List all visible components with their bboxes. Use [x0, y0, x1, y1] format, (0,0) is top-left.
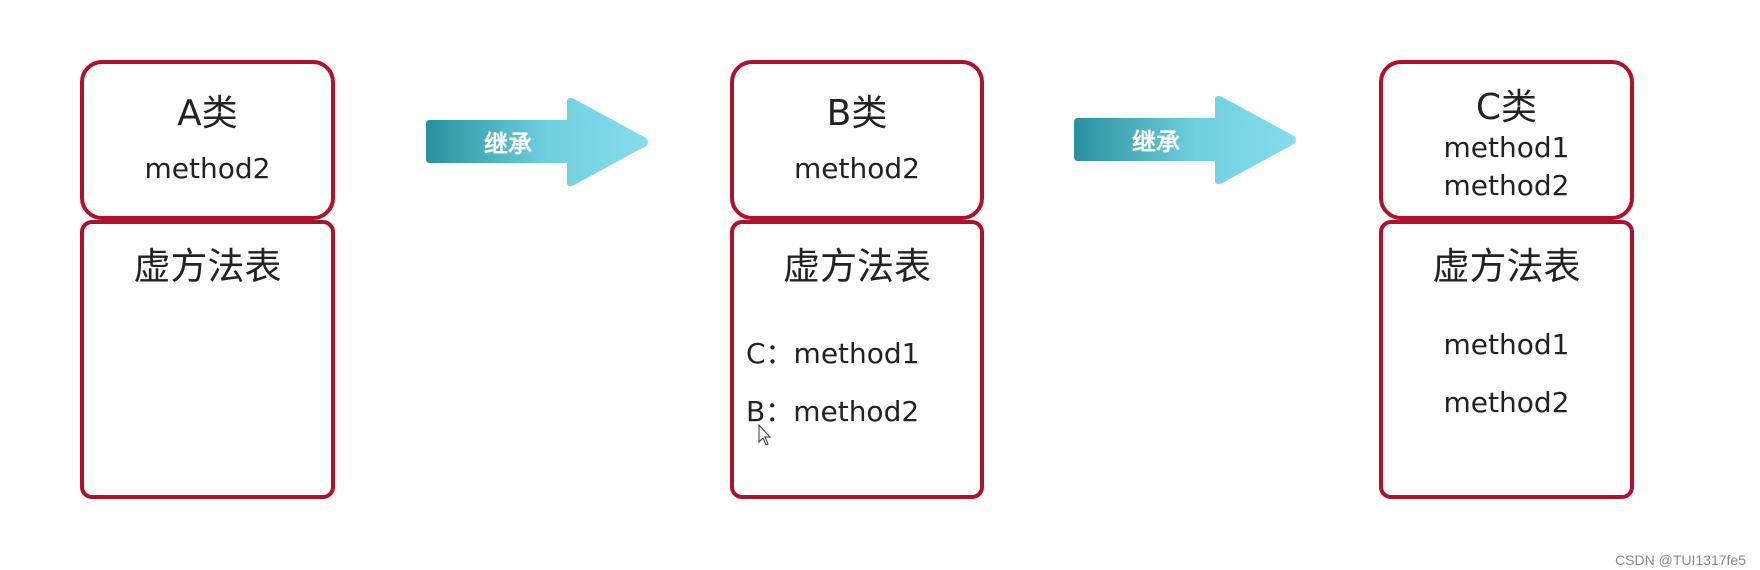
class-c-box: C类 method1 method2	[1379, 60, 1634, 220]
class-b-vtable-box: 虚方法表 C：method1 B：method2	[730, 220, 984, 499]
inherit-arrow-2	[1074, 96, 1296, 184]
inherit-arrow-1	[426, 98, 648, 186]
class-b-vtable-entry: B：method2	[746, 395, 920, 428]
class-a-title: A类	[177, 93, 238, 134]
class-b-box: B类 method2	[730, 60, 984, 220]
mouse-cursor-icon	[758, 424, 772, 446]
class-b-method: method2	[794, 152, 920, 185]
class-a-vtable-box: 虚方法表	[80, 220, 335, 499]
class-c-title: C类	[1475, 87, 1538, 128]
class-c-method: method1	[1443, 131, 1570, 164]
class-c-vtable-entry: method2	[1443, 386, 1570, 419]
watermark: CSDN @TUI1317fe5	[1615, 552, 1746, 568]
class-c-vtable-entry: method1	[1443, 328, 1570, 361]
class-a-vtable-title: 虚方法表	[133, 245, 282, 288]
inherit-arrow-1-label: 继承	[484, 130, 532, 158]
inherit-arrow-2-label: 继承	[1132, 128, 1180, 156]
class-b-vtable-entry: C：method1	[746, 337, 920, 370]
class-b-title: B类	[826, 93, 888, 134]
class-c-vtable-box: 虚方法表 method1 method2	[1379, 220, 1634, 499]
class-a-box: A类 method2	[80, 60, 335, 220]
class-b-vtable-title: 虚方法表	[783, 245, 931, 288]
class-c-vtable-title: 虚方法表	[1432, 245, 1581, 288]
class-a-method: method2	[144, 152, 271, 185]
class-c-method: method2	[1443, 169, 1570, 202]
